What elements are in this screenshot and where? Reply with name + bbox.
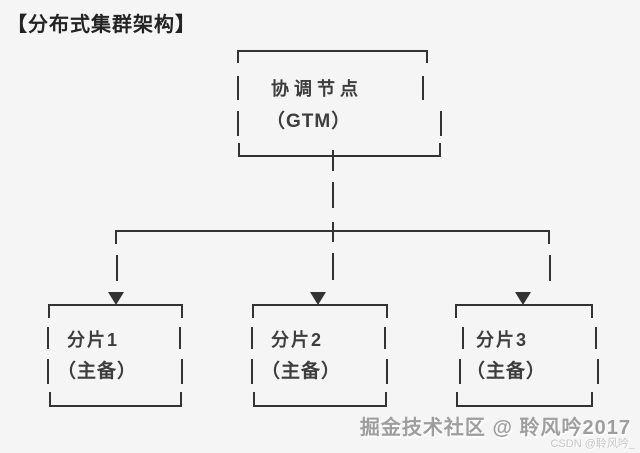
shard-1-sublabel: （主备） bbox=[57, 361, 138, 382]
line-segment bbox=[385, 392, 387, 406]
line-segment bbox=[386, 304, 388, 318]
line-segment bbox=[251, 359, 253, 384]
shard-1-label: 分片1 bbox=[67, 330, 120, 350]
shard-2-label: 分片2 bbox=[271, 330, 324, 350]
line-segment bbox=[440, 111, 442, 136]
shard-3-sublabel: （主备） bbox=[466, 361, 547, 382]
line-segment bbox=[455, 304, 457, 318]
line-segment bbox=[595, 327, 597, 349]
watermark-community: 掘金技术社区 @ 聆风吟2017 bbox=[359, 417, 631, 439]
line-segment bbox=[115, 230, 117, 244]
line-segment bbox=[179, 327, 181, 349]
line-segment bbox=[251, 327, 253, 349]
line-segment bbox=[252, 304, 254, 318]
line-segment bbox=[456, 392, 458, 406]
line-segment bbox=[455, 304, 593, 306]
line-segment bbox=[597, 359, 599, 384]
line-segment bbox=[238, 143, 240, 157]
line-segment bbox=[332, 222, 334, 242]
line-segment bbox=[384, 327, 386, 349]
arrow-down-icon bbox=[310, 292, 326, 305]
line-segment bbox=[439, 143, 441, 157]
line-segment bbox=[47, 359, 49, 384]
line-segment bbox=[459, 359, 461, 384]
shard-2-sublabel: （主备） bbox=[261, 361, 342, 382]
arrow-down-icon bbox=[108, 292, 124, 305]
arrow-down-icon bbox=[515, 292, 531, 305]
line-segment bbox=[591, 392, 593, 406]
line-segment bbox=[253, 392, 255, 406]
line-segment bbox=[386, 359, 388, 384]
line-segment bbox=[237, 50, 239, 63]
line-segment bbox=[47, 327, 49, 349]
line-segment bbox=[422, 76, 424, 100]
line-segment bbox=[49, 405, 182, 407]
line-segment bbox=[462, 327, 464, 349]
line-segment bbox=[253, 405, 387, 407]
line-segment bbox=[237, 76, 239, 100]
line-segment bbox=[548, 230, 550, 244]
watermark-csdn: CSDN @聆风吟_ bbox=[550, 438, 635, 450]
shard-3-label: 分片3 bbox=[476, 330, 529, 350]
line-segment bbox=[332, 182, 334, 208]
line-segment bbox=[181, 304, 183, 318]
line-segment bbox=[332, 150, 334, 171]
line-segment bbox=[237, 50, 428, 52]
line-segment bbox=[426, 50, 428, 63]
line-segment bbox=[116, 255, 118, 281]
line-segment bbox=[332, 253, 334, 280]
line-segment bbox=[252, 304, 388, 306]
line-segment bbox=[48, 304, 183, 306]
coordinator-node-label: 协调节点 bbox=[271, 79, 363, 99]
line-segment bbox=[549, 255, 551, 281]
coordinator-node-sublabel: （GTM） bbox=[266, 111, 352, 132]
diagram-title: 【分布式集群架构】 bbox=[7, 14, 196, 36]
line-segment bbox=[181, 359, 183, 384]
line-segment bbox=[48, 304, 50, 318]
line-segment bbox=[180, 392, 182, 406]
line-segment bbox=[115, 230, 550, 232]
line-segment bbox=[591, 304, 593, 318]
line-segment bbox=[238, 155, 441, 157]
line-segment bbox=[49, 392, 51, 406]
line-segment bbox=[456, 405, 593, 407]
line-segment bbox=[237, 111, 239, 136]
